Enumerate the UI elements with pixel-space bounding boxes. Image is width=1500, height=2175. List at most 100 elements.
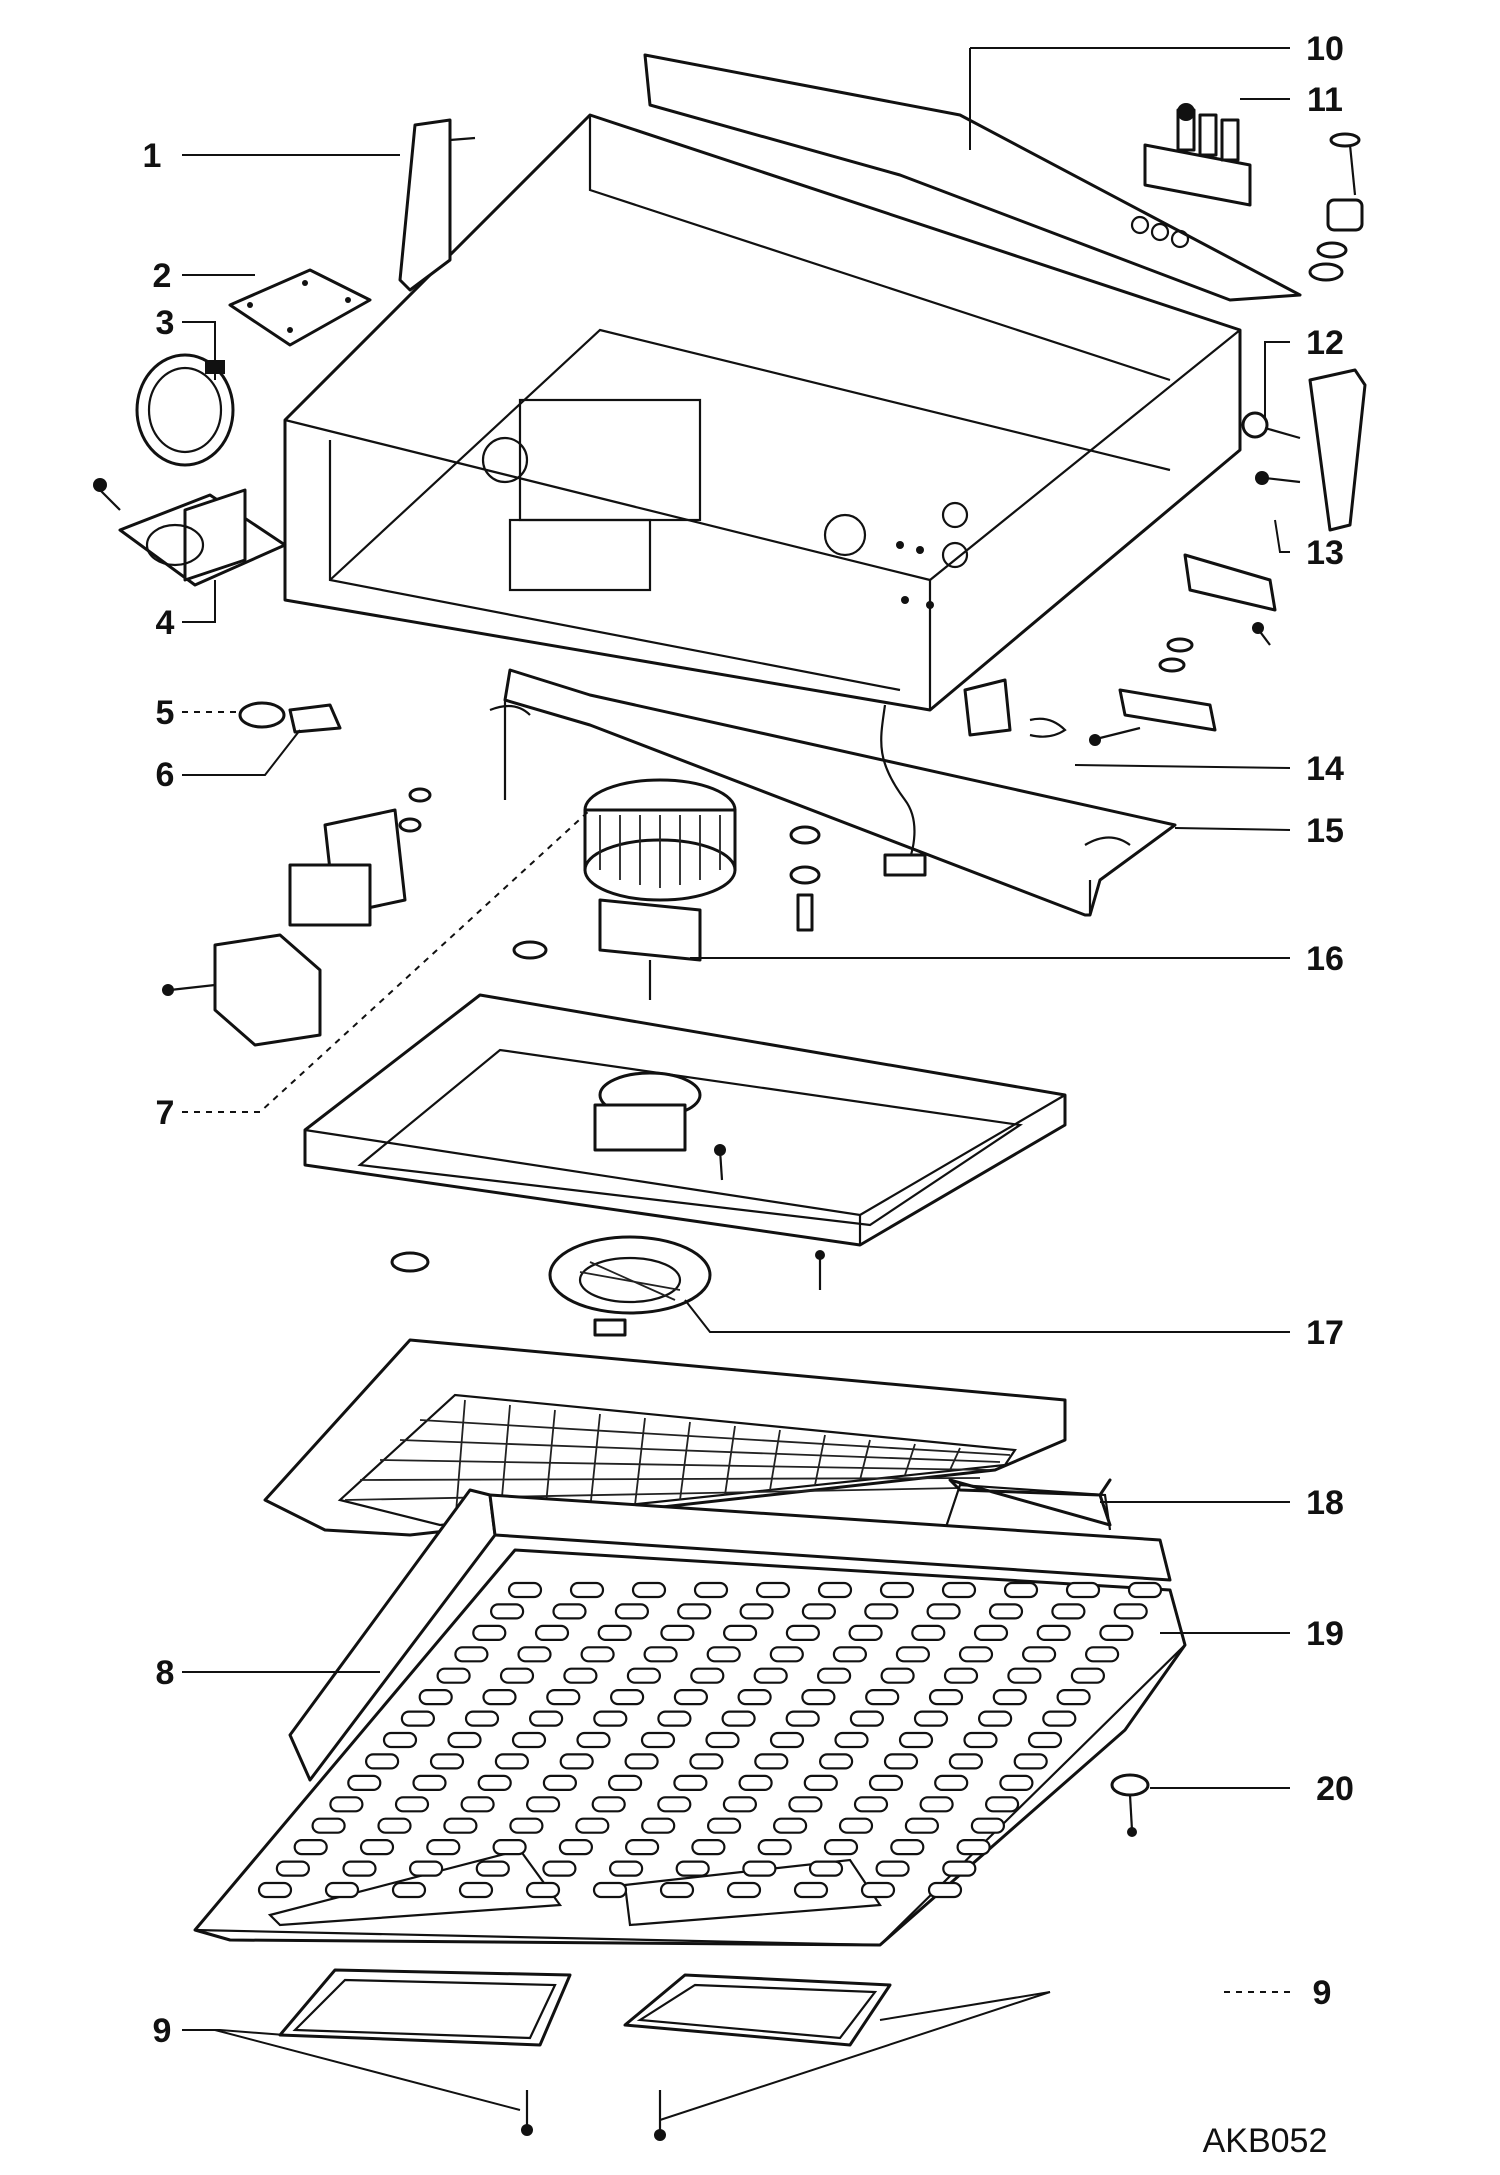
panel-slot (988, 1603, 1024, 1620)
panel-slot (511, 1731, 547, 1749)
panel-slot (1042, 1710, 1077, 1727)
knob-screw-stack (1308, 132, 1364, 282)
panel-slot (675, 1860, 710, 1877)
panel-slot (342, 1860, 377, 1877)
panel-slot (726, 1881, 762, 1899)
panel-slot (753, 1667, 788, 1684)
panel-slot (977, 1710, 1013, 1727)
panel-slot (769, 1646, 804, 1663)
panel-slot (926, 1603, 961, 1620)
panel-slot (494, 1753, 529, 1770)
panel-slot (1007, 1667, 1042, 1684)
panel-slot (509, 1817, 544, 1834)
panel-slot (517, 1646, 552, 1663)
drawing-code: AKB052 (1203, 2122, 1328, 2160)
panel-slot (454, 1646, 489, 1663)
callout-19: 19 (1306, 1615, 1344, 1653)
callout-1: 1 (143, 137, 162, 175)
panel-slot (834, 1731, 869, 1749)
perforated-panel (193, 1548, 1187, 1947)
callouts: 1 2 3 4 5 6 7 8 9 10 11 12 13 14 15 16 1… (143, 30, 1354, 2160)
mesh-grid (344, 1399, 1011, 1526)
panel-slot (737, 1688, 772, 1706)
callout-10: 10 (1306, 30, 1344, 68)
panel-slot (832, 1646, 868, 1663)
panel-slot (492, 1838, 527, 1856)
panel-slot (475, 1860, 510, 1877)
panel-slot (677, 1603, 712, 1620)
switch-block (1143, 103, 1252, 207)
panel-slot (1036, 1624, 1071, 1642)
panel-slot (942, 1860, 977, 1877)
panel-slot (418, 1688, 453, 1706)
panel-slot (739, 1603, 774, 1620)
panel-slot (911, 1624, 946, 1642)
panel-slot (429, 1753, 465, 1770)
panel-slot (928, 1688, 964, 1706)
filter-insert (390, 1235, 825, 1337)
callout-11: 11 (1307, 81, 1343, 119)
callout-8: 8 (156, 1654, 175, 1692)
panel-slot (477, 1774, 512, 1792)
panel-slot (934, 1774, 969, 1792)
panel-slot (948, 1753, 984, 1770)
panel-slot (818, 1753, 854, 1770)
light-covers (278, 1968, 892, 2141)
panel-slot (525, 1796, 561, 1813)
callout-17: 17 (1306, 1314, 1344, 1352)
panel-slot (592, 1881, 628, 1899)
panel-slot (558, 1838, 594, 1856)
panel-slot (624, 1838, 660, 1856)
panel-slot (482, 1688, 517, 1706)
panel-slot (673, 1688, 709, 1706)
panel-slot (528, 1710, 564, 1727)
callout-2: 2 (153, 257, 172, 295)
panel-slot (1113, 1603, 1148, 1620)
panel-slot (992, 1688, 1027, 1706)
panel-slot (377, 1817, 412, 1834)
panel-slot (1051, 1603, 1086, 1620)
panel-slot (1056, 1688, 1091, 1706)
panel-slot (490, 1603, 525, 1620)
panel-slot (591, 1796, 626, 1813)
panel-slot (690, 1667, 725, 1684)
callout-7: 7 (156, 1094, 175, 1132)
panel-slot (838, 1817, 874, 1834)
panel-slot (755, 1581, 791, 1599)
panel-slot (984, 1796, 1020, 1813)
panel-slot (394, 1796, 430, 1813)
callout-9-left: 9 (153, 2012, 172, 2050)
panel-slot (691, 1838, 726, 1856)
hood-housing (283, 113, 1242, 712)
panel-slot (640, 1731, 676, 1749)
side-bracket-left (398, 118, 476, 292)
support-rail (489, 668, 1177, 917)
panel-slot (883, 1753, 919, 1770)
control-panel-strip (643, 53, 1302, 302)
panel-slot (1065, 1581, 1101, 1599)
cable-bracket (1183, 553, 1277, 646)
panel-slot (973, 1624, 1009, 1642)
panel-slot (853, 1796, 889, 1813)
panel-slot (400, 1710, 435, 1727)
panel-slot (472, 1624, 507, 1642)
panel-slot (823, 1838, 859, 1856)
panel-slot (597, 1624, 632, 1642)
panel-slot (722, 1624, 758, 1642)
panel-slot (569, 1581, 605, 1599)
panel-slot (559, 1753, 594, 1770)
panel-slot (525, 1881, 561, 1899)
panel-slots (257, 1581, 1163, 1899)
panel-slot (864, 1603, 899, 1620)
panel-slot (458, 1881, 494, 1899)
panel-slot (1003, 1581, 1039, 1599)
callout-13: 13 (1306, 534, 1344, 572)
mesh-filter (263, 1338, 1112, 1537)
panel-slot (347, 1774, 382, 1792)
panel-slot (552, 1603, 587, 1620)
panel-slot (643, 1646, 678, 1663)
panel-slot (1099, 1624, 1134, 1642)
panel-slot (499, 1667, 535, 1684)
panel-slot (721, 1710, 756, 1727)
panel-slot (324, 1881, 360, 1899)
